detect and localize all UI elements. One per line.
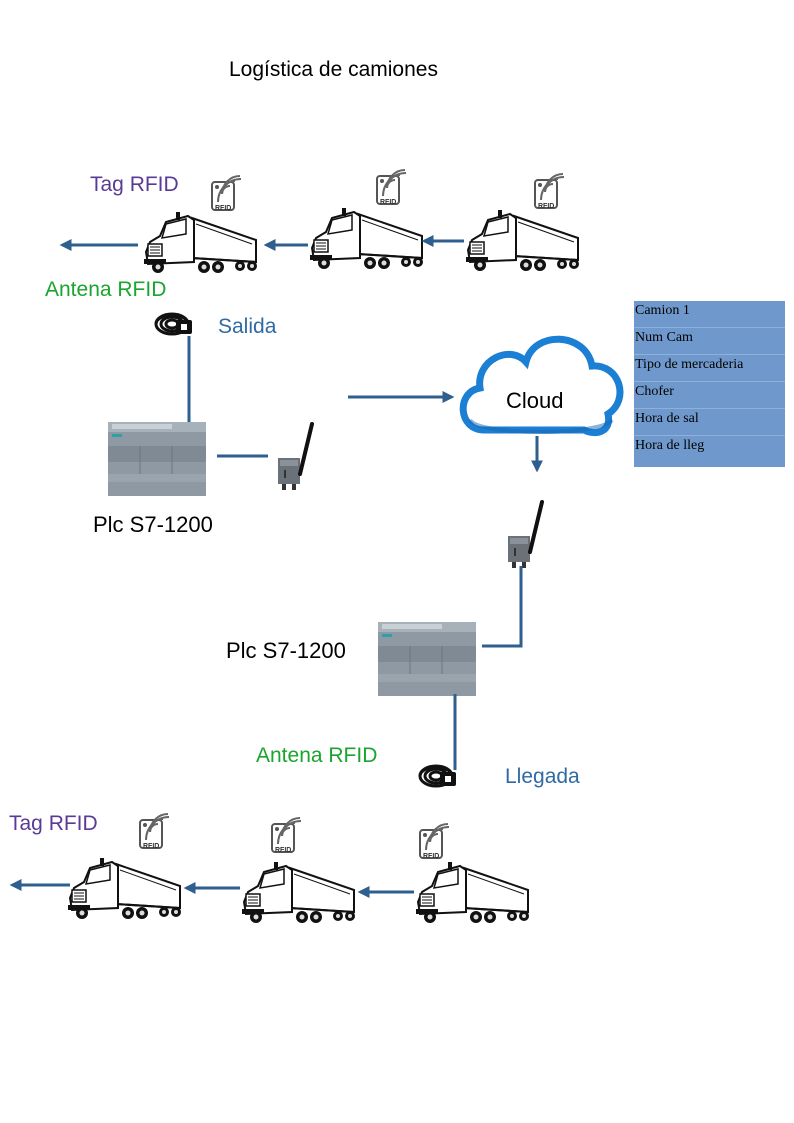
tag-rfid-label-bottom: Tag RFID	[9, 812, 98, 835]
llegada-label: Llegada	[505, 765, 580, 788]
cloud-icon	[459, 335, 624, 437]
plc-label-bottom: Plc S7-1200	[226, 638, 346, 663]
rfid-tag-label: RFID	[275, 847, 291, 854]
plc-label-top: Plc S7-1200	[93, 512, 213, 537]
info-row: Num Cam	[634, 328, 785, 355]
truck-top-3	[465, 209, 580, 272]
rfid-tag-label: RFID	[215, 205, 231, 212]
truck-bottom-2	[241, 861, 356, 924]
truck-top-2	[309, 207, 424, 270]
wireless-gateway-icon	[276, 422, 314, 492]
rfid-antenna-icon	[418, 764, 458, 788]
rfid-tag-label: RFID	[143, 843, 159, 850]
rfid-tag-label: RFID	[423, 853, 439, 860]
antenna-rfid-label-top: Antena RFID	[45, 278, 167, 301]
salida-label: Salida	[218, 315, 277, 338]
antenna-rfid-label-bottom: Antena RFID	[256, 744, 378, 767]
rfid-tag-label: RFID	[380, 199, 396, 206]
rfid-tag-label: RFID	[538, 203, 554, 210]
tag-rfid-label-top: Tag RFID	[90, 173, 179, 196]
info-row: Hora de sal	[634, 409, 785, 436]
info-row: Tipo de mercaderia	[634, 355, 785, 382]
plc-icon	[107, 421, 207, 497]
truck-bottom-1	[67, 857, 182, 920]
truck-info-table: Camion 1 Num Cam Tipo de mercaderia Chof…	[634, 301, 785, 467]
plc-icon	[377, 621, 477, 697]
rfid-antenna-icon	[154, 312, 194, 336]
truck-bottom-3	[415, 861, 530, 924]
info-row: Camion 1	[634, 301, 785, 328]
info-row: Hora de lleg	[635, 438, 705, 453]
page-title: Logística de camiones	[229, 58, 438, 81]
wireless-gateway-icon	[506, 500, 544, 570]
cloud-label: Cloud	[506, 388, 564, 413]
truck-top-1	[143, 211, 258, 274]
info-row: Chofer	[634, 382, 785, 409]
link-gateway-plc-bottom	[482, 566, 523, 648]
